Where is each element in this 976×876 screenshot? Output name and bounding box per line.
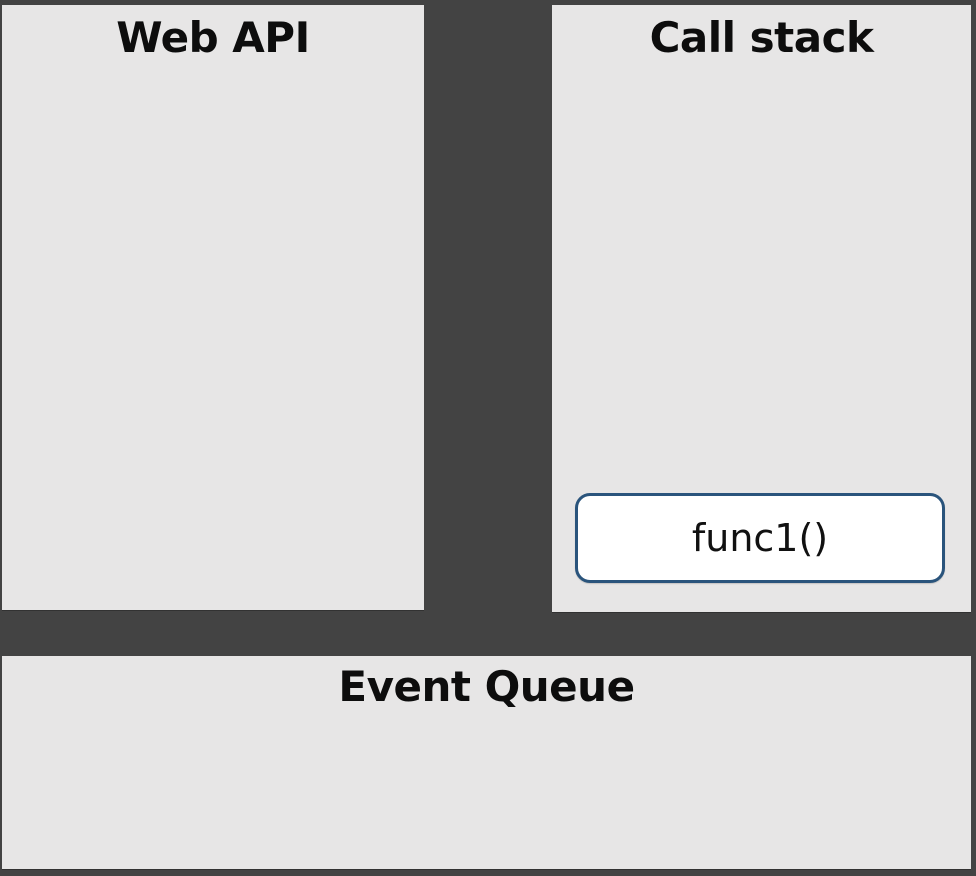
call-stack-panel: Call stack func1() <box>552 5 971 612</box>
web-api-title: Web API <box>116 13 310 62</box>
event-queue-title: Event Queue <box>338 662 635 711</box>
call-stack-frame-func1: func1() <box>575 493 945 583</box>
event-queue-panel: Event Queue <box>2 656 971 869</box>
call-stack-title: Call stack <box>649 13 874 62</box>
web-api-panel: Web API <box>2 5 424 610</box>
